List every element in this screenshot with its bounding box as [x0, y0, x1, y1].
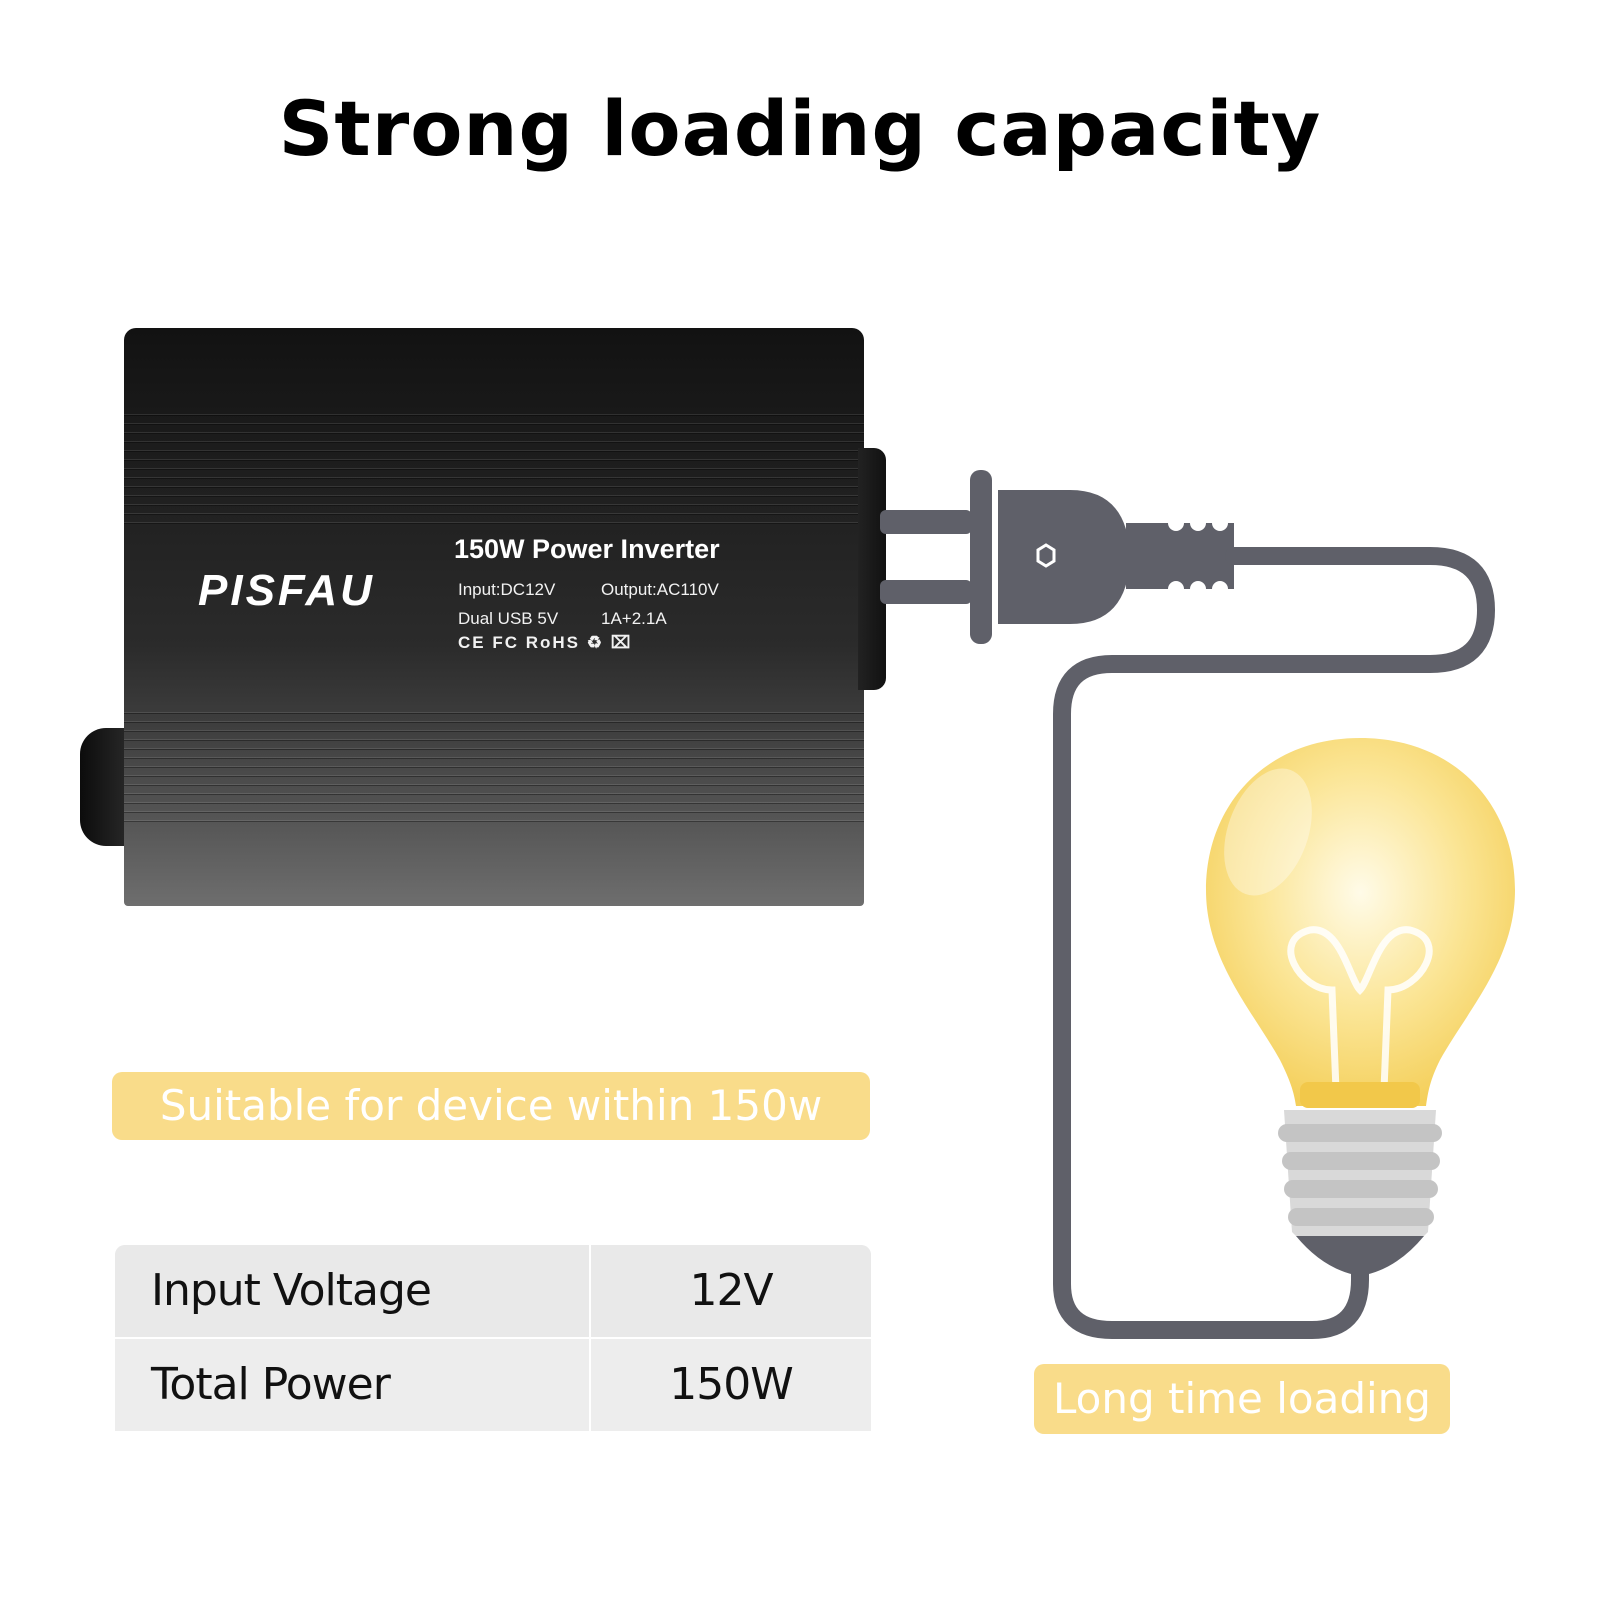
power-inverter-image: PISFAU 150W Power Inverter Input:DC12V O… — [80, 328, 886, 908]
recycle-icon: ♻ — [586, 633, 604, 652]
inverter-ribs-bottom — [124, 712, 864, 822]
model-label: 150W Power Inverter — [454, 534, 720, 564]
inverter-end-cap — [80, 728, 132, 846]
device-limit-badge: Suitable for device within 150w — [112, 1072, 870, 1140]
table-column-divider — [589, 1245, 591, 1431]
spec-value: 12V — [689, 1265, 773, 1316]
power-cord — [1053, 547, 1495, 1339]
weee-bin-icon: ⌧ — [610, 633, 633, 652]
spec-label: Total Power — [151, 1359, 391, 1410]
page-title: Strong loading capacity — [278, 84, 1322, 173]
brand-logo: PISFAU — [198, 566, 375, 615]
spec-row-input-voltage: Input Voltage 12V — [115, 1245, 871, 1337]
input-spec: Input:DC12V — [458, 580, 556, 599]
inverter-ribs-top — [124, 414, 864, 524]
spec-label: Input Voltage — [151, 1265, 432, 1316]
long-loading-badge: Long time loading — [1034, 1364, 1450, 1434]
inverter-body — [124, 328, 864, 906]
plug-icon — [880, 470, 1234, 644]
spec-table: Input Voltage 12V Total Power 150W — [115, 1245, 871, 1431]
usb-current: 1A+2.1A — [601, 609, 667, 628]
usb-spec: Dual USB 5V — [458, 609, 559, 628]
spec-row-total-power: Total Power 150W — [115, 1339, 871, 1431]
certification-marks: CE FC RoHS ♻ ⌧ — [458, 633, 632, 653]
light-bulb-icon — [1206, 738, 1515, 1276]
spec-value: 150W — [669, 1359, 794, 1410]
table-row-divider — [115, 1337, 871, 1339]
output-spec: Output:AC110V — [601, 580, 719, 599]
inverter-outlet-side — [858, 448, 886, 690]
certification-text: CE FC RoHS — [458, 633, 580, 652]
